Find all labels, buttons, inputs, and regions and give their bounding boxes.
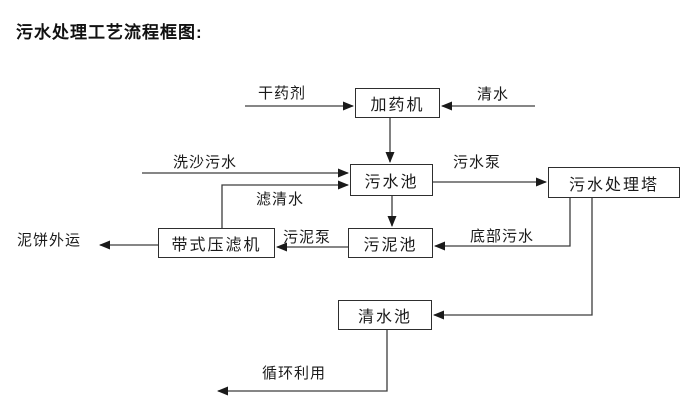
process-box-belt-filter-press: 带式压滤机 <box>158 228 275 258</box>
flow-label-recycle-use: 循环利用 <box>262 365 327 382</box>
page-title: 污水处理工艺流程框图: <box>16 23 203 42</box>
flow-label-clean-water: 清水 <box>477 86 510 103</box>
process-box-sewage-treatment-tower: 污水处理塔 <box>548 167 680 198</box>
flow-label-filtered-clear-water: 滤清水 <box>256 191 305 208</box>
flow-arrow-tower-to-clear-water-pool <box>433 198 593 320</box>
process-box-dosing-machine: 加药机 <box>355 88 440 118</box>
flow-label-dry-agent: 干药剂 <box>258 85 307 102</box>
flow-label-sewage-pump: 污水泵 <box>453 154 502 171</box>
process-box-clear-water-pool: 清水池 <box>338 300 432 330</box>
process-box-sewage-pool: 污水池 <box>350 164 433 196</box>
flow-label-sludge-pump: 污泥泵 <box>283 229 332 246</box>
process-box-sludge-pool: 污泥池 <box>348 228 433 258</box>
flow-label-mud-cake-out: 泥饼外运 <box>17 232 82 249</box>
flow-arrow-tower-bottom-to-sludge-pool <box>434 198 571 251</box>
flow-arrow-filtered-water-into-sewage-pool <box>221 180 349 228</box>
flow-label-bottom-sewage: 底部污水 <box>470 228 535 245</box>
flow-label-sand-washing-sewage: 洗沙污水 <box>173 154 238 171</box>
flow-arrow-clear-pool-to-recycle <box>217 330 388 396</box>
